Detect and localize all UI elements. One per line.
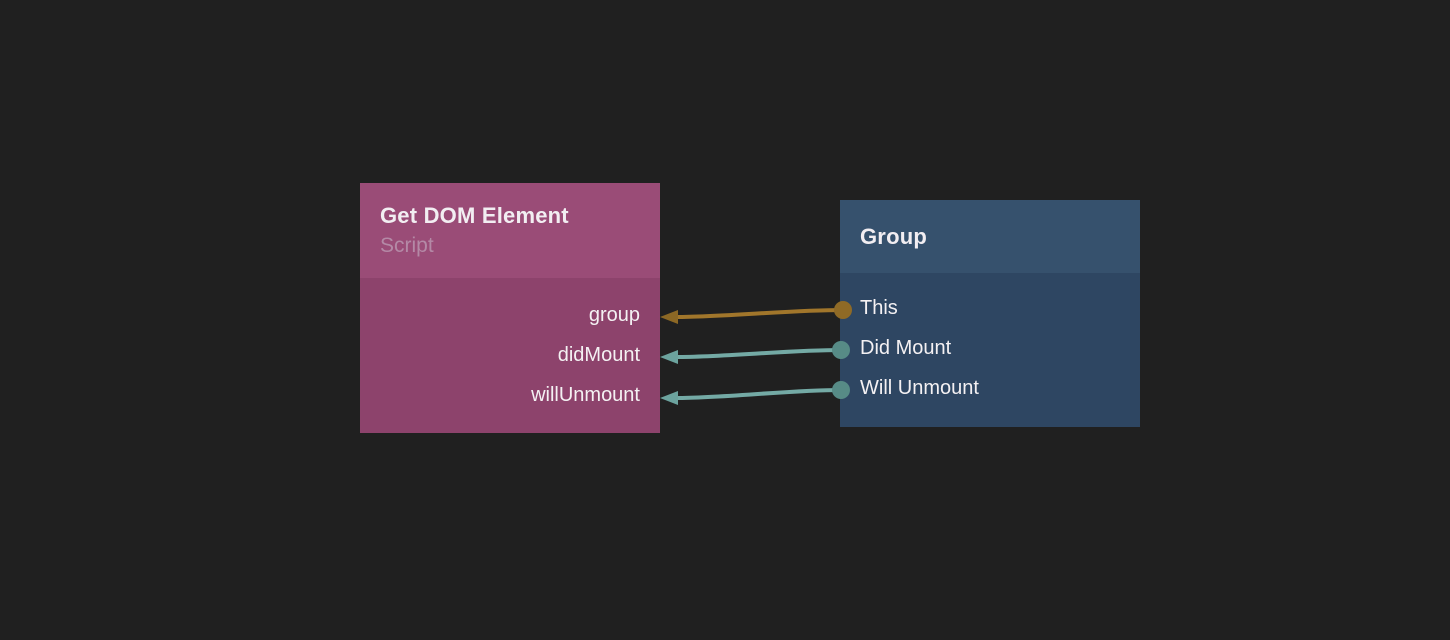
node-title: Group: [860, 223, 927, 249]
output-port-dot-will-unmount[interactable]: [832, 381, 850, 399]
node-group[interactable]: Group This Did Mount Will Unmount: [840, 200, 1140, 427]
input-row-didmount[interactable]: didMount: [360, 335, 660, 375]
output-label-this: This: [860, 296, 898, 319]
connection-arrowhead-willunmount: [660, 391, 678, 405]
node-title: Get DOM Element: [380, 202, 569, 228]
node-group-body: This Did Mount Will Unmount: [840, 273, 1140, 427]
input-label-willunmount: willUnmount: [531, 383, 640, 406]
input-label-group: group: [588, 303, 640, 326]
output-port-dot-did-mount[interactable]: [832, 341, 850, 359]
connection-wire-didmount[interactable]: [675, 348, 842, 359]
output-label-will-unmount: Will Unmount: [860, 376, 979, 399]
output-port-dot-this[interactable]: [834, 301, 852, 319]
connection-arrowhead-didmount: [660, 350, 678, 364]
output-row-this[interactable]: This: [840, 288, 1140, 328]
node-group-header[interactable]: Group: [840, 200, 1140, 273]
input-label-didmount: didMount: [557, 343, 640, 366]
node-get-dom-element[interactable]: Get DOM Element Script group didMount wi…: [360, 183, 660, 433]
node-get-dom-element-header[interactable]: Get DOM Element Script: [360, 183, 660, 278]
input-row-group[interactable]: group: [360, 295, 660, 335]
node-subtitle: Script: [380, 233, 434, 257]
connection-arrowhead-group: [660, 310, 678, 324]
node-get-dom-element-body: group didMount willUnmount: [360, 278, 660, 433]
output-row-will-unmount[interactable]: Will Unmount: [840, 368, 1140, 408]
connection-wire-willunmount[interactable]: [675, 388, 842, 400]
input-row-willunmount[interactable]: willUnmount: [360, 375, 660, 415]
output-label-did-mount: Did Mount: [860, 336, 952, 359]
output-row-did-mount[interactable]: Did Mount: [840, 328, 1140, 368]
connection-wire-this-to-group[interactable]: [675, 308, 844, 319]
